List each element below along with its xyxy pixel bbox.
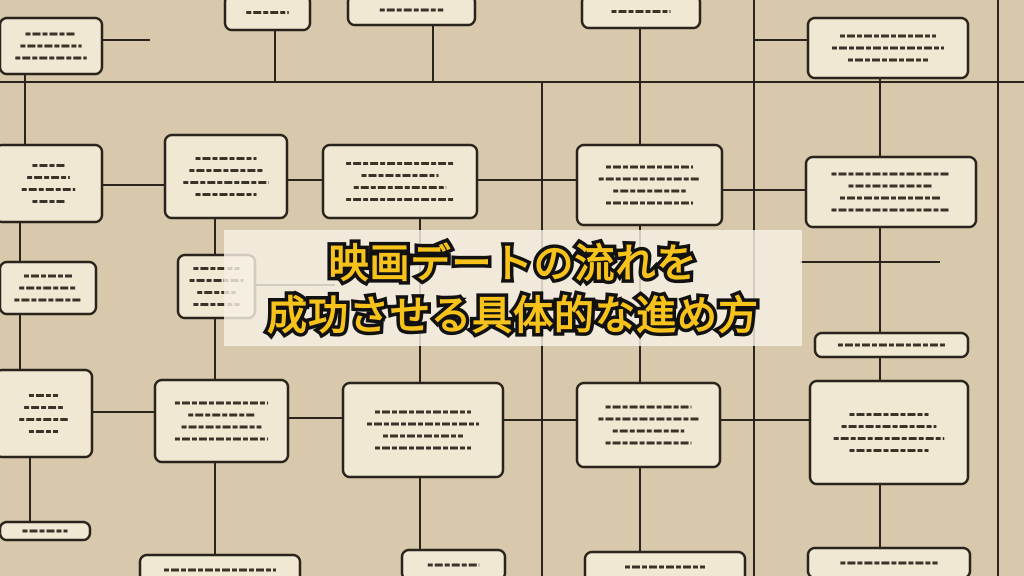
flowchart-box — [223, 0, 312, 32]
flowchart-box — [138, 553, 302, 576]
flowchart-box — [808, 379, 970, 486]
flowchart-box — [400, 548, 507, 576]
flowchart-box — [153, 378, 290, 464]
flowchart-box — [163, 133, 289, 220]
flowchart-box — [0, 520, 92, 542]
flowchart-box — [580, 0, 702, 30]
flowchart-box — [341, 381, 505, 479]
flowchart-box — [804, 155, 978, 229]
flowchart-box — [575, 381, 722, 469]
title-line-2: 成功させる具体的な進め方 — [264, 290, 762, 343]
flowchart-box — [321, 143, 479, 220]
flowchart-box — [346, 0, 477, 27]
flowchart-box — [0, 368, 94, 459]
title-band — [224, 230, 802, 346]
flowchart-box — [583, 550, 747, 576]
title-line-1: 映画デートの流れを — [325, 238, 700, 291]
flowchart-box — [575, 143, 724, 227]
flowchart-box — [0, 143, 104, 224]
